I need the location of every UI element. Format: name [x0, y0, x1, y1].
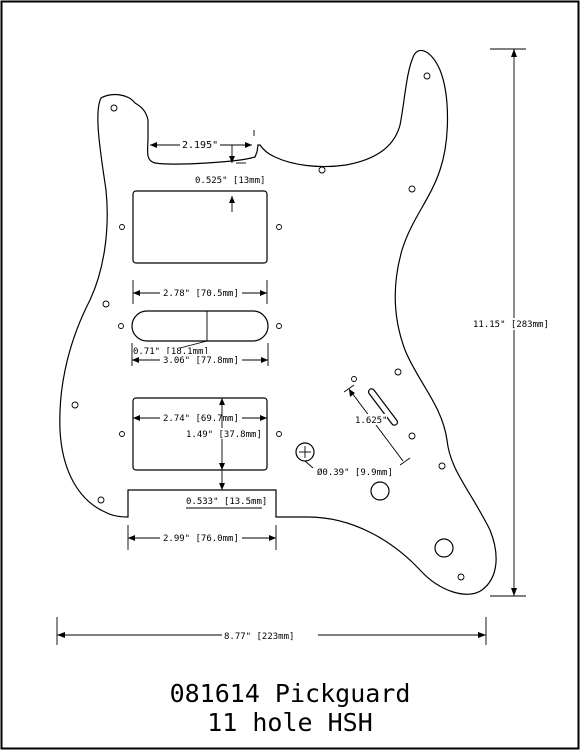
single-height-label: 0.71" [18.1mm] [133, 347, 209, 357]
dim-bridge-hum-height [185, 398, 261, 490]
switch-slot-label: 1.625" [355, 416, 388, 426]
neck-width-label: 2.195" [182, 140, 218, 151]
pot-hole [370, 481, 390, 501]
hole [110, 104, 118, 112]
hole [97, 496, 105, 504]
hole [351, 376, 357, 382]
drawing-title-line1: 081614 Pickguard [170, 679, 411, 708]
neck-humbucker-cutout [132, 190, 268, 264]
dim-neck-depth [229, 145, 246, 212]
dim-hum-width [132, 280, 268, 304]
bridge-humbucker-cutout [132, 397, 268, 471]
dim-bottom-width [127, 525, 277, 550]
drawing-title-line2: 11 hole HSH [207, 708, 373, 737]
hole [318, 166, 326, 174]
pickup-screw [276, 323, 282, 329]
hole-diameter-label: Ø0.39" [9.9mm] [317, 467, 393, 478]
switch-slot [367, 388, 399, 426]
bridge-hum-width-label: 2.74" [69.7mm] [163, 414, 239, 424]
overall-height-label: 11.15" [283mm] [473, 320, 549, 330]
pickup-screw [276, 431, 282, 437]
hole [71, 401, 79, 409]
pickup-screw [276, 224, 282, 230]
hole [408, 432, 416, 440]
dim-overall-width [56, 617, 487, 645]
hole [102, 300, 110, 308]
middle-single-coil-cutout [131, 310, 269, 342]
leader-line [304, 460, 314, 469]
hole [423, 72, 431, 80]
jack-hole [434, 538, 454, 558]
dim-single-height [179, 311, 208, 349]
hole [408, 185, 416, 193]
switch-label-bg [353, 414, 387, 425]
hole [394, 368, 402, 376]
dim-bridge-hum-width [133, 412, 267, 423]
bridge-step-label: 0.533" [13.5mm] [186, 497, 267, 507]
dim-single-width [131, 343, 269, 366]
overall-width-label: 8.77" [223mm] [224, 632, 294, 642]
hum-width-label: 2.78" [70.5mm] [163, 289, 239, 299]
bridge-hum-height-label: 1.49" [37.8mm] [186, 430, 262, 440]
pickup-screw [119, 224, 125, 230]
neck-depth-label: 0.525" [13mm] [195, 176, 265, 186]
bottom-width-label: 2.99" [76.0mm] [163, 534, 239, 544]
mounting-holes [71, 72, 465, 581]
pickup-screw [119, 431, 125, 437]
dim-neck-width [150, 138, 252, 150]
hole [457, 573, 465, 581]
pickguard-outline [59, 49, 497, 595]
single-width-label: 3.06" [77.8mm] [163, 356, 239, 366]
hole [438, 462, 446, 470]
pickup-screw [118, 323, 124, 329]
dim-overall-height [472, 48, 556, 597]
